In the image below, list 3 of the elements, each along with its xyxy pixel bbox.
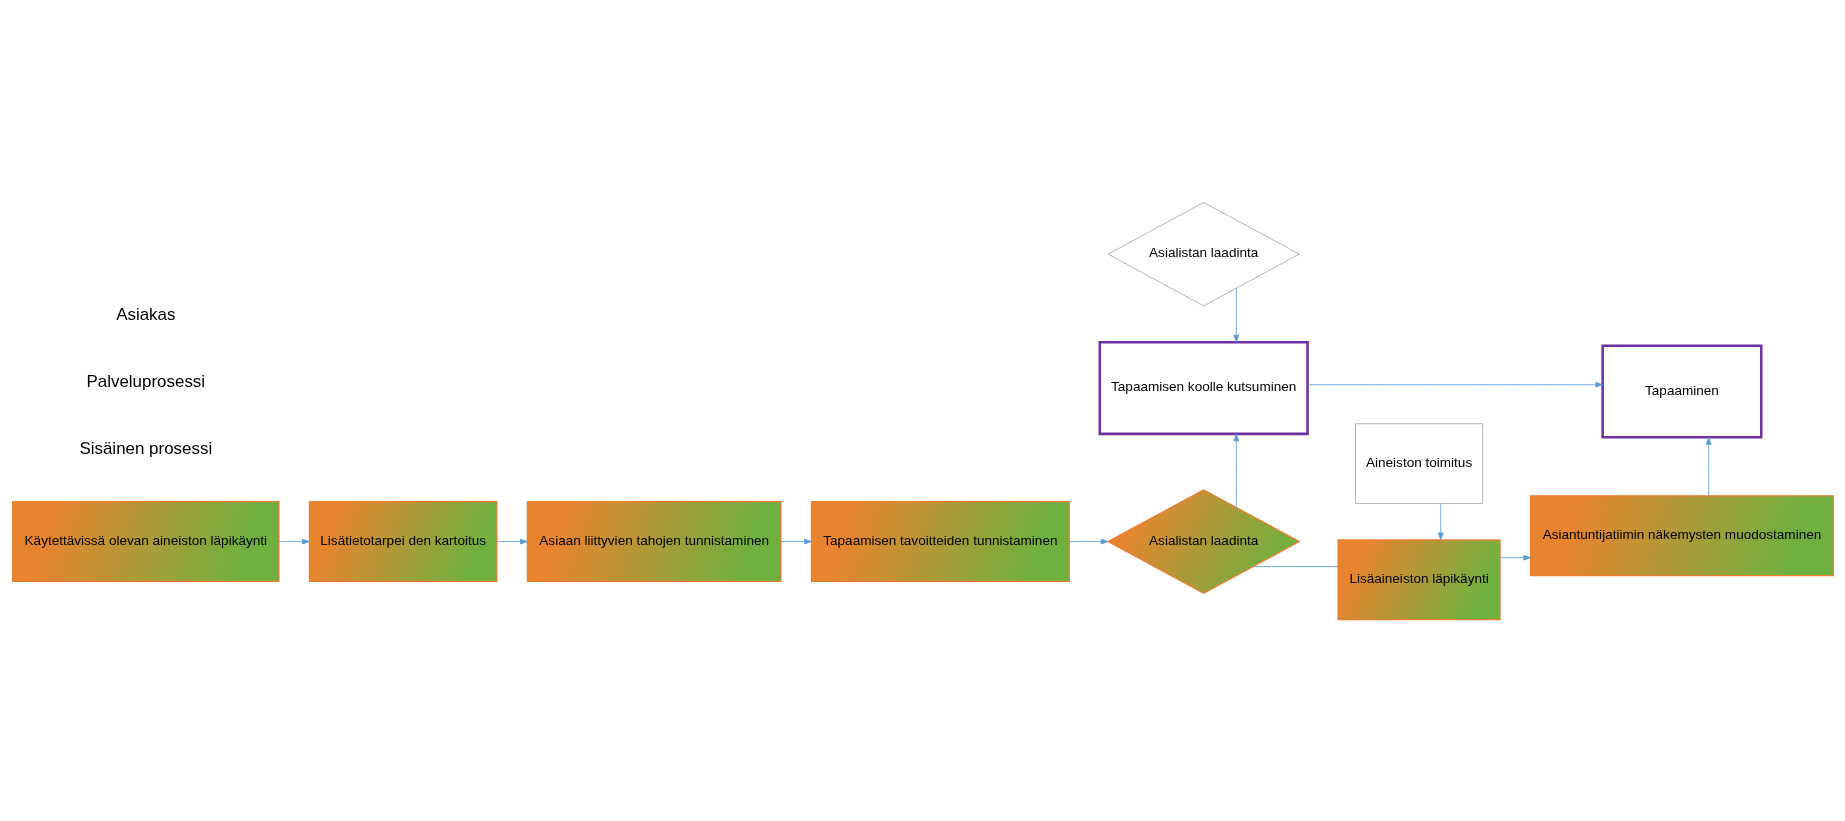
label: Asiakas (115, 304, 175, 324)
label: Palveluprosessi (86, 371, 205, 391)
label: Sisäinen prosessi (78, 438, 212, 458)
